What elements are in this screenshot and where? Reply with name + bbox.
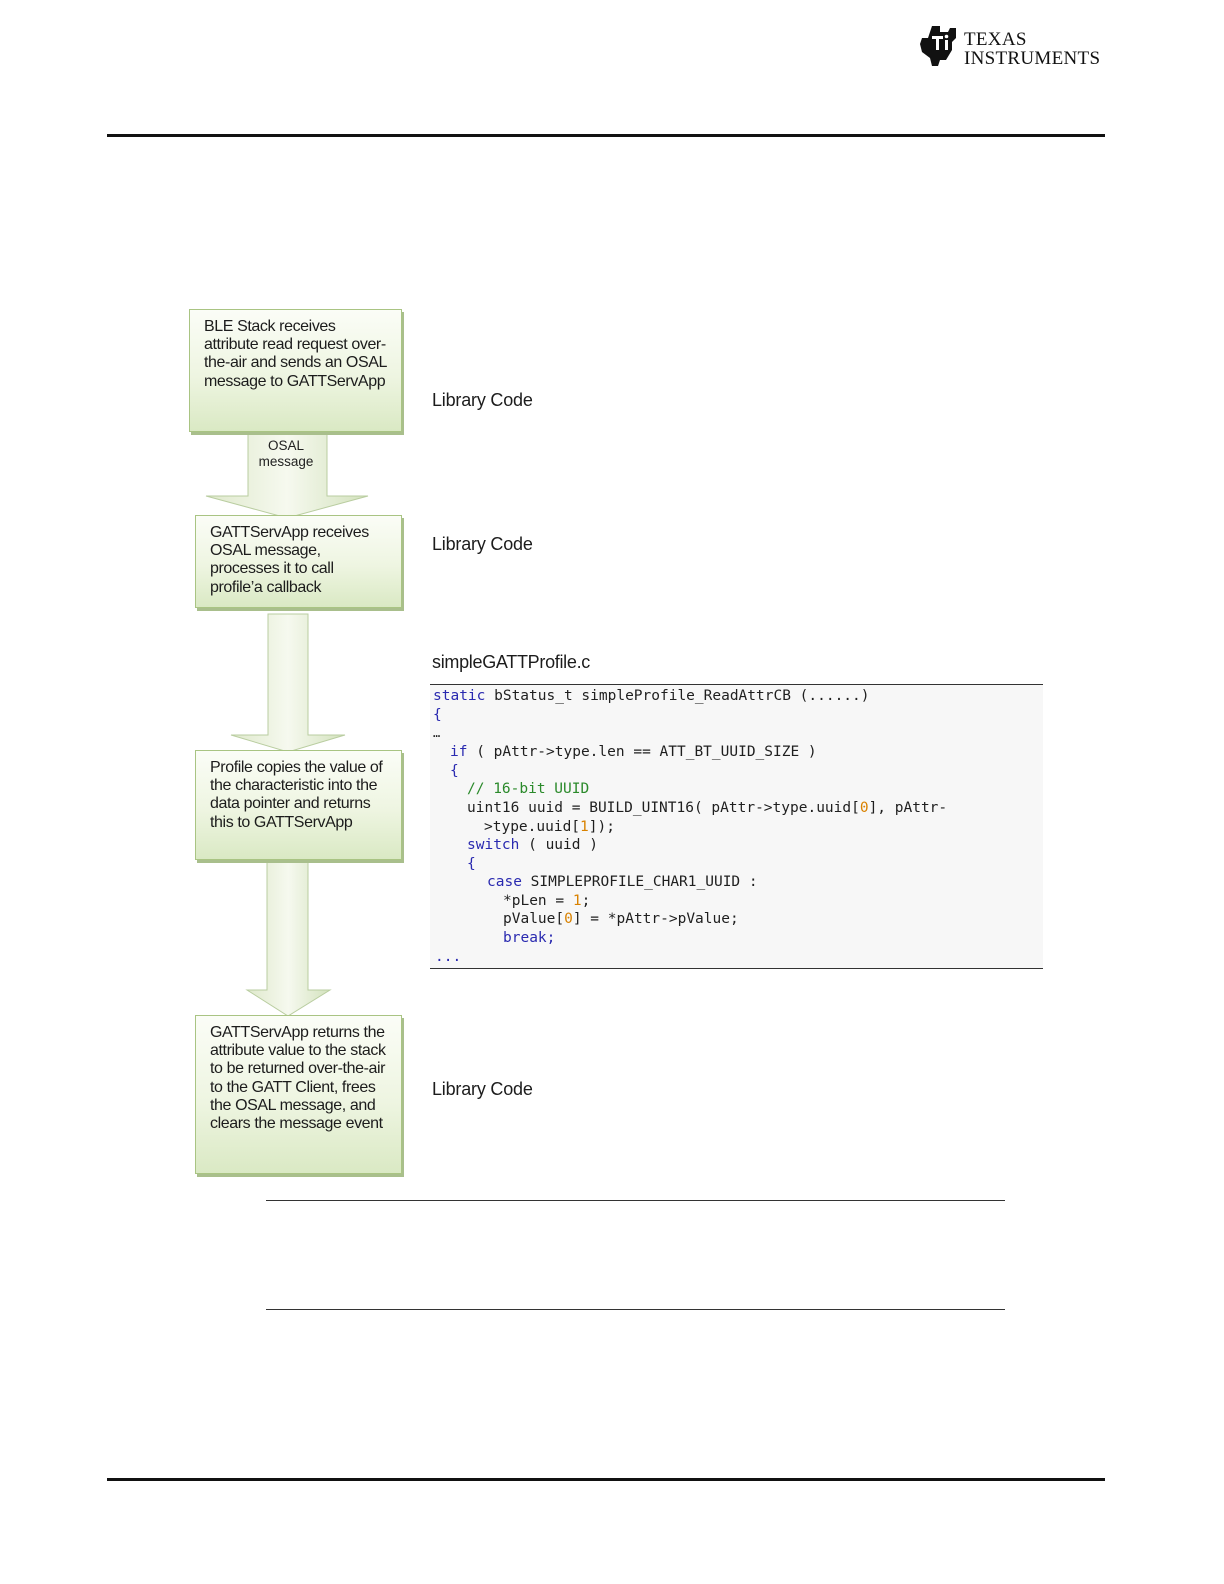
- code-line-14: break;: [503, 930, 556, 946]
- code-line-1: static bStatus_t simpleProfile_ReadAttrC…: [433, 688, 870, 704]
- code-line-6: // 16-bit UUID: [467, 781, 590, 797]
- ti-wordmark: Texas Instruments: [964, 30, 1100, 68]
- note-rule-top: [266, 1200, 1005, 1201]
- code-line-3: …: [433, 726, 441, 740]
- code-line-7: uint16 uuid = BUILD_UINT16( pAttr->type.…: [467, 800, 948, 816]
- arrow-1: [205, 431, 369, 519]
- code-filename: simpleGATTProfile.c: [432, 652, 590, 672]
- ti-wordmark-line2: Instruments: [964, 48, 1101, 69]
- library-code-label-2: Library Code: [432, 534, 533, 554]
- header-rule: [107, 134, 1105, 137]
- ti-logo: Texas Instruments: [918, 24, 1108, 72]
- note-rule-bottom: [266, 1309, 1005, 1310]
- flow-box-gattservapp-receives: GATTServApp receives OSAL message, proce…: [195, 515, 402, 608]
- footer-rule: [107, 1478, 1105, 1481]
- code-line-15: ...: [435, 949, 462, 965]
- flow-box-gattservapp-returns: GATTServApp returns the attribute value …: [195, 1015, 402, 1174]
- code-line-12: *pLen = 1;: [503, 893, 591, 909]
- code-panel: static bStatus_t simpleProfile_ReadAttrC…: [430, 684, 1043, 969]
- osal-message-label: OSAL message: [258, 438, 314, 469]
- flow-arrows: [205, 431, 369, 1017]
- flow-box-stack-receives: BLE Stack receives attribute read reques…: [189, 309, 402, 432]
- library-code-label-1: Library Code: [432, 390, 533, 410]
- flow-box-profile-copies: Profile copies the value of the characte…: [195, 750, 402, 860]
- ti-wordmark-line1: Texas: [964, 29, 1027, 50]
- code-line-2: {: [433, 707, 442, 723]
- code-line-5: {: [450, 763, 459, 779]
- code-line-4: if ( pAttr->type.len == ATT_BT_UUID_SIZE…: [450, 744, 817, 760]
- arrow-2: [230, 613, 346, 753]
- library-code-label-3: Library Code: [432, 1079, 533, 1099]
- code-line-10: {: [467, 856, 476, 872]
- code-line-9: switch ( uuid ): [467, 837, 598, 853]
- code-line-13: pValue[0] = *pAttr->pValue;: [503, 911, 739, 927]
- code-line-11: case SIMPLEPROFILE_CHAR1_UUID :: [487, 874, 758, 890]
- ti-chip-logo-icon: [920, 26, 956, 66]
- code-line-8: >type.uuid[1]);: [484, 819, 615, 835]
- arrow-3: [245, 859, 332, 1017]
